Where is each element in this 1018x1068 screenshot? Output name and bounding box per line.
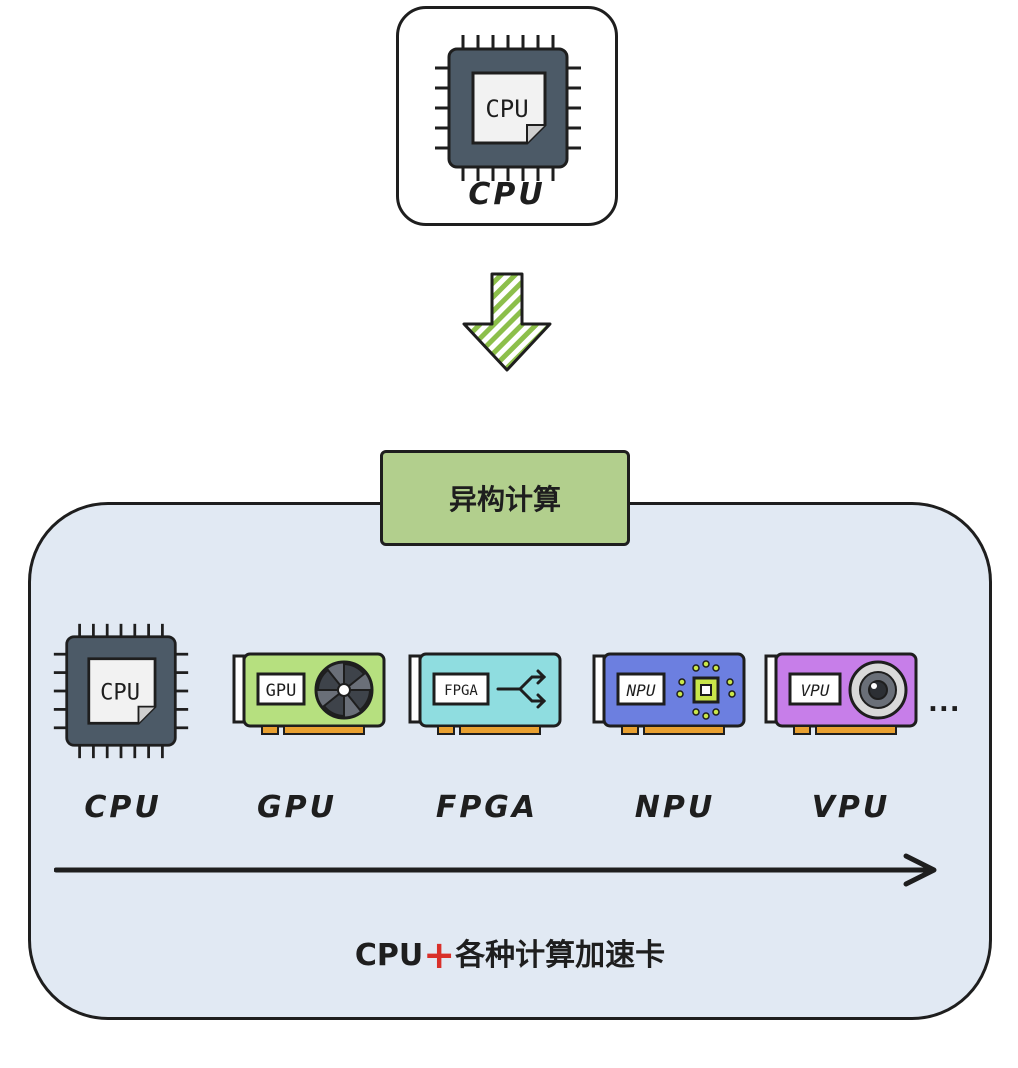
top-cpu-label: CPU xyxy=(468,177,546,212)
fpga-card-icon: FPGA xyxy=(408,652,562,735)
chip-text: FPGA xyxy=(444,683,478,699)
panel-title-tag: 异构计算 xyxy=(380,450,630,546)
cpu-chip-icon: CPU xyxy=(435,35,581,181)
right-arrow-icon xyxy=(54,853,937,887)
gpu-card-icon: GPU xyxy=(232,652,386,735)
device-label-fpga: FPGA xyxy=(435,790,539,825)
down-arrow-icon xyxy=(462,272,552,372)
cpu-chip-icon: CPU xyxy=(53,623,189,759)
device-label-gpu: GPU xyxy=(257,790,337,825)
more-ellipsis: ... xyxy=(928,688,961,718)
panel-caption: CPU+各种计算加速卡 xyxy=(200,930,820,977)
npu-card-icon: NPU xyxy=(592,652,746,735)
device-label-vpu: VPU xyxy=(811,790,891,825)
chip-text: CPU xyxy=(100,680,140,705)
caption-cpu: CPU xyxy=(354,938,424,973)
caption-accelerators: 各种计算加速卡 xyxy=(455,938,666,973)
top-cpu-card: CPU CPU xyxy=(396,6,618,226)
chip-text: NPU xyxy=(626,681,656,700)
device-label-npu: NPU xyxy=(634,790,716,825)
device-label-cpu: CPU xyxy=(84,790,162,825)
vpu-card-icon: VPU xyxy=(764,652,918,735)
chip-text: GPU xyxy=(266,681,297,701)
chip-text: VPU xyxy=(801,681,830,700)
plus-icon: + xyxy=(423,933,456,977)
chip-text: CPU xyxy=(485,95,528,123)
